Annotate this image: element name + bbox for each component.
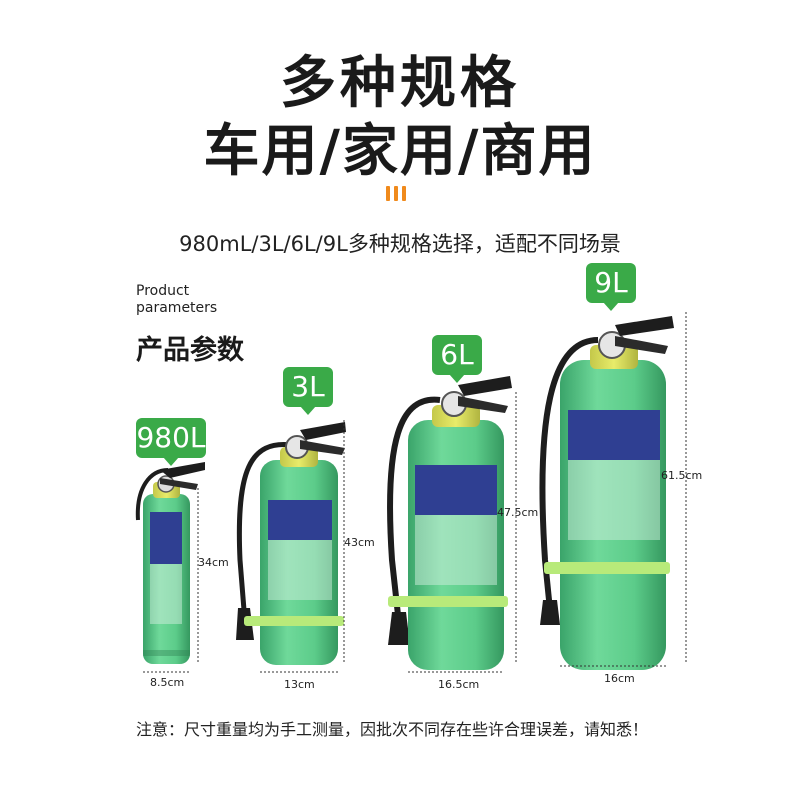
size-badge-3l: 3L	[283, 367, 333, 415]
decorative-bars-icon	[386, 186, 406, 201]
width-label-980: 8.5cm	[150, 676, 185, 689]
headline-usage: 车用/家用/商用	[203, 119, 597, 184]
size-badge-9l: 9L	[586, 263, 636, 311]
dimension-lines	[143, 312, 687, 673]
height-label-9l: 61.5cm	[661, 469, 703, 482]
width-label-3l: 13cm	[284, 678, 315, 691]
extinguisher-6l	[387, 376, 512, 670]
height-label-980: 34cm	[198, 556, 229, 569]
size-badge-980: 980L	[136, 418, 206, 466]
width-label-9l: 16cm	[604, 672, 635, 685]
size-badge-6l: 6L	[432, 335, 482, 383]
height-label-6l: 47.5cm	[497, 506, 539, 519]
width-label-6l: 16.5cm	[438, 678, 480, 691]
extinguisher-980	[135, 462, 205, 664]
product-parameters-label-en: Product parameters	[136, 283, 218, 316]
height-label-3l: 43cm	[344, 536, 375, 549]
headline-sizes: 多种规格	[280, 51, 520, 116]
extinguisher-9l	[539, 316, 674, 670]
extinguisher-3l	[236, 422, 346, 665]
footnote: 注意：尺寸重量均为手工测量，因批次不同存在些许合理误差，请知悉！	[136, 720, 649, 739]
product-parameters-label-cn: 产品参数	[136, 335, 244, 366]
subtitle: 980mL/3L/6L/9L多种规格选择，适配不同场景	[179, 232, 621, 256]
